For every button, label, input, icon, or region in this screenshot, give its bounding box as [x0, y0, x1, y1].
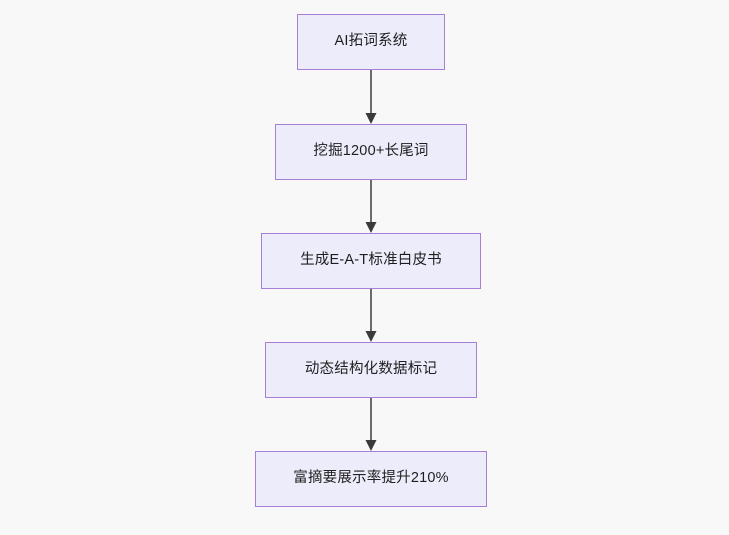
flow-node-dynamic-structured-data-markup[interactable]: 动态结构化数据标记 [265, 342, 477, 398]
flow-node-label: 富摘要展示率提升210% [293, 470, 449, 487]
edge-n1-n2 [365, 70, 377, 124]
flow-node-generate-eat-whitepaper[interactable]: 生成E-A-T标准白皮书 [261, 233, 481, 289]
flow-node-label: AI拓词系统 [334, 33, 408, 50]
flow-node-label: 挖掘1200+长尾词 [313, 143, 429, 160]
flow-node-rich-snippet-rate-increase[interactable]: 富摘要展示率提升210% [255, 451, 487, 507]
edge-n2-n3 [365, 180, 377, 233]
flow-node-ai-keyword-system[interactable]: AI拓词系统 [297, 14, 445, 70]
flow-node-mine-longtail-keywords[interactable]: 挖掘1200+长尾词 [275, 124, 467, 180]
edge-n3-n4 [365, 289, 377, 342]
flow-node-label: 动态结构化数据标记 [304, 361, 438, 378]
flow-node-label: 生成E-A-T标准白皮书 [300, 252, 442, 269]
edge-n4-n5 [365, 398, 377, 451]
